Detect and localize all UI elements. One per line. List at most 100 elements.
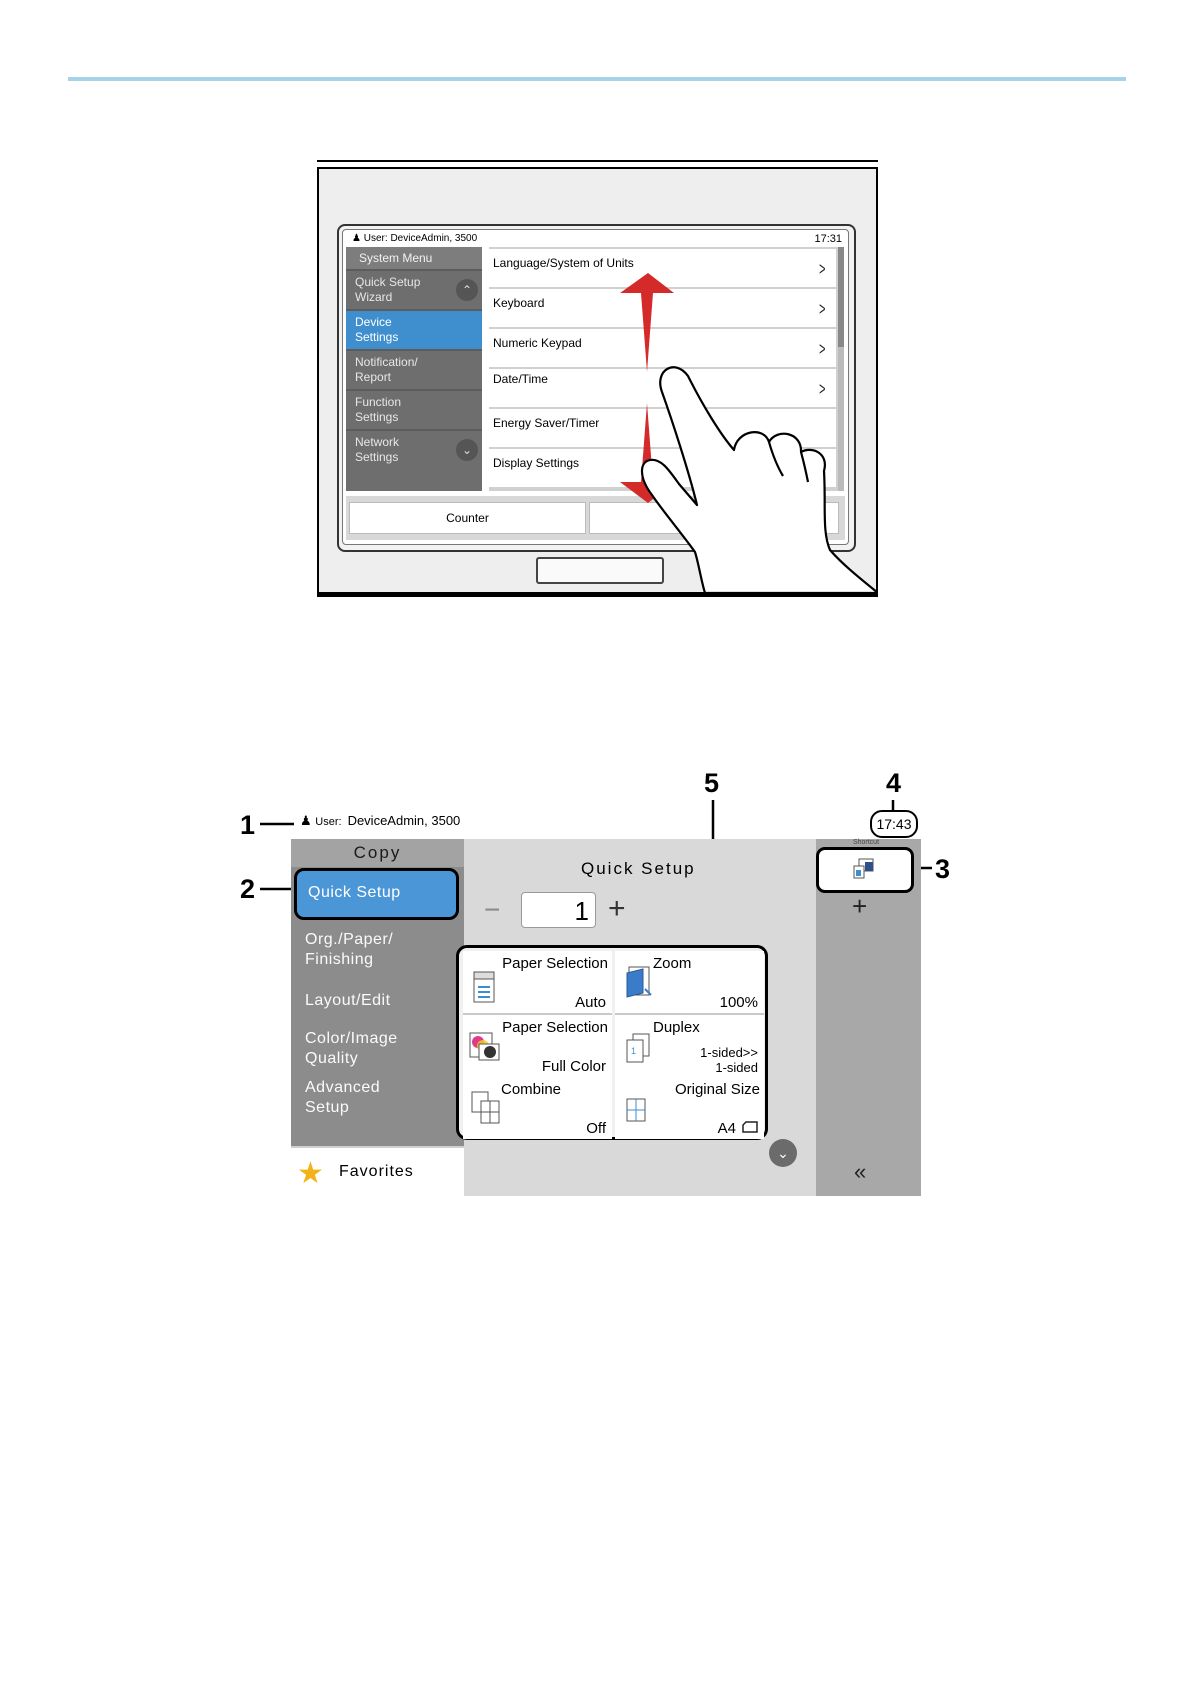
list-item-label: Language/System of Units <box>493 256 634 270</box>
figure-top-rule <box>317 160 878 162</box>
tile-name: Duplex <box>653 1019 700 1036</box>
color-mode-icon <box>469 1032 500 1061</box>
list-item-label: Display Settings <box>493 456 580 470</box>
figure-bottom-rule <box>317 594 878 597</box>
clock: 17:31 <box>814 233 842 245</box>
item-label: Layout/Edit <box>305 992 391 1009</box>
minus-button[interactable]: − <box>484 894 501 925</box>
favorites-label: Favorites <box>339 1163 414 1180</box>
original-size-icon <box>626 1098 646 1122</box>
list-item-label: Energy Saver/Timer <box>493 416 600 430</box>
color-selection-tile[interactable]: Paper Selection Full Color <box>463 1015 612 1079</box>
shortcut-panel: Shortcut + « <box>816 839 921 1196</box>
user-name: DeviceAdmin, 3500 <box>390 233 478 244</box>
tile-value: A4 <box>717 1120 736 1137</box>
sidebar-title: Copy <box>291 839 464 867</box>
user-icon: ♟ <box>300 813 312 828</box>
copies-input[interactable]: 1 <box>521 892 596 928</box>
collapse-chevron-icon[interactable]: « <box>854 1159 867 1184</box>
add-shortcut-icon[interactable]: + <box>852 891 868 921</box>
copy-screen-diagram: 1 2 3 4 5 ♟ User:DeviceAdmin, 3500 17:43… <box>240 768 960 1198</box>
list-item-label: Date/Time <box>493 372 548 386</box>
swipe-arrow-icon <box>620 273 674 503</box>
tile-value: Auto <box>575 994 606 1011</box>
item-label: Device <box>355 315 392 329</box>
tile-value: Off <box>586 1120 606 1137</box>
gesture-overlay <box>620 273 878 595</box>
sidebar-title: System Menu <box>346 247 482 269</box>
favorites-button[interactable]: ★ Favorites <box>291 1146 464 1198</box>
list-item-label: Keyboard <box>493 296 545 310</box>
original-size-tile[interactable]: Original Size A4 <box>615 1077 764 1139</box>
item-label: Finishing <box>305 951 374 968</box>
orientation-icon <box>742 1121 758 1133</box>
scroll-down-icon[interactable]: ⌄ <box>456 439 478 461</box>
combine-tile[interactable]: Combine Off <box>463 1077 612 1139</box>
user-info: ♟ User: DeviceAdmin, 3500 <box>352 233 477 244</box>
item-label: Settings <box>355 410 399 424</box>
paper-tray-icon <box>473 971 495 1003</box>
item-label: Advanced <box>305 1079 381 1096</box>
duplex-tile[interactable]: Duplex 1 1-sided>>1-sided <box>615 1015 764 1079</box>
svg-text:1: 1 <box>631 1046 636 1056</box>
sidebar-item-quick-setup[interactable]: Quick Setup <box>294 868 459 920</box>
scroll-up-icon[interactable]: ⌃ <box>456 279 478 301</box>
user-icon: ♟ <box>352 233 361 244</box>
status-bar: ♟ User: DeviceAdmin, 3500 17:31 <box>343 230 848 247</box>
tile-value-line: 1-sided>> <box>700 1045 758 1060</box>
paper-selection-tile[interactable]: Paper Selection Auto <box>463 951 612 1015</box>
duplex-icon: 1 <box>626 1033 650 1063</box>
plus-button[interactable]: + <box>608 892 626 925</box>
scroll-down-icon[interactable]: ⌄ <box>769 1139 797 1167</box>
tile-name: Zoom <box>653 955 692 972</box>
shortcut-icon <box>853 858 874 879</box>
copies-stepper: − 1 + <box>476 892 641 930</box>
sidebar-item-notification-report[interactable]: Notification/Report <box>346 349 482 389</box>
tile-value: 1-sided>>1-sided <box>700 1045 758 1075</box>
item-label: Quick Setup <box>355 275 421 289</box>
list-item[interactable]: Language/System of Units > <box>489 249 836 287</box>
scrollbar-thumb[interactable] <box>838 247 844 347</box>
sidebar-item-layout-edit[interactable]: Layout/Edit <box>291 991 464 1011</box>
tile-value: 100% <box>719 994 758 1011</box>
chevron-right-icon: > <box>819 259 826 279</box>
counter-button[interactable]: Counter <box>349 502 586 534</box>
chevron-right-icon: > <box>819 339 826 359</box>
tile-name: Paper Selection <box>502 955 608 972</box>
tile-value: Full Color <box>541 1058 606 1075</box>
item-label: Network <box>355 435 400 449</box>
list-item[interactable]: Numeric Keypad> <box>489 329 836 367</box>
tile-value-line: 1-sided <box>715 1060 758 1075</box>
item-label: Setup <box>305 1099 350 1116</box>
swipe-illustration: ♟ User: DeviceAdmin, 3500 17:31 System M… <box>317 160 878 598</box>
tile-name: Combine <box>501 1081 562 1098</box>
function-grid: Paper Selection Auto Zoom 100% Paper Sel… <box>456 945 768 1140</box>
item-label: Quality <box>305 1050 359 1067</box>
item-label: Settings <box>355 450 399 464</box>
home-button[interactable] <box>536 557 664 584</box>
zoom-icon <box>626 966 652 998</box>
scrollbar[interactable] <box>838 247 844 491</box>
star-icon: ★ <box>297 1157 325 1190</box>
sidebar-item-org-paper-finishing[interactable]: Org./Paper/Finishing <box>291 930 464 970</box>
page-title: Quick Setup <box>581 859 696 878</box>
item-label: Notification/ <box>355 355 418 369</box>
item-label: Wizard <box>355 290 393 304</box>
copy-sidebar: Copy Quick Setup Org./Paper/Finishing La… <box>291 839 464 1198</box>
zoom-tile[interactable]: Zoom 100% <box>615 951 764 1015</box>
item-label: Settings <box>355 330 399 344</box>
tile-name: Paper Selection <box>502 1019 608 1036</box>
shortcut-button[interactable] <box>816 847 914 893</box>
list-item[interactable]: Keyboard> <box>489 289 836 327</box>
item-label: Color/Image <box>305 1030 398 1047</box>
callout-3: 3 <box>935 854 951 884</box>
copy-panel: Copy Quick Setup Org./Paper/Finishing La… <box>291 839 921 1198</box>
user-label: User: <box>315 816 342 828</box>
